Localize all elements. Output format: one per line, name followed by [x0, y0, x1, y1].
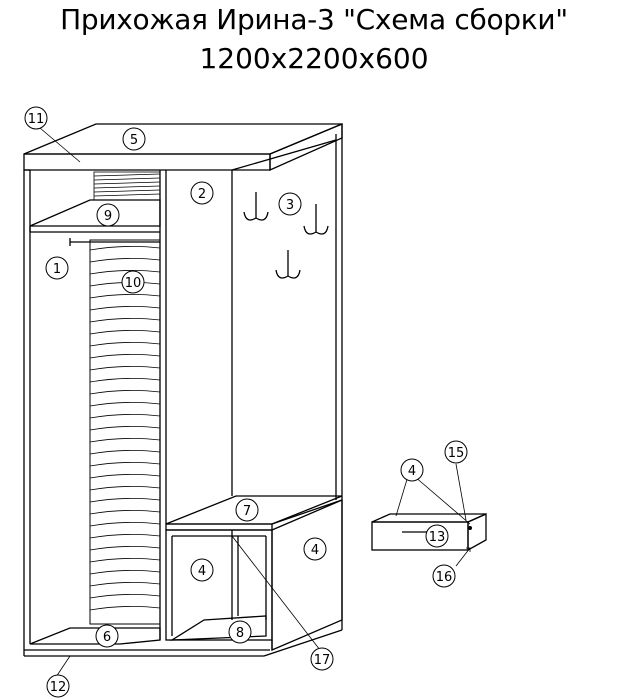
- drawer-detail: [371, 463, 487, 567]
- mirror-panel-10: [69, 238, 161, 625]
- svg-text:7: 7: [243, 504, 251, 519]
- diagram-dimensions: 1200x2200x600: [199, 42, 429, 75]
- callout-6: 6: [95, 624, 119, 648]
- top-panel: [23, 123, 343, 172]
- svg-text:1: 1: [53, 262, 61, 277]
- leader-11: [39, 127, 81, 163]
- diagram-title: Прихожая Ирина-3 "Схема сборки": [60, 3, 568, 36]
- svg-text:3: 3: [286, 198, 294, 213]
- cabinet-shelf-8: [169, 615, 267, 641]
- svg-text:5: 5: [130, 133, 138, 148]
- svg-text:4: 4: [198, 564, 206, 579]
- back-panel-hatching: [93, 171, 161, 201]
- callout-2: 2: [190, 181, 214, 205]
- callout-8: 8: [228, 620, 252, 644]
- bottom-panel: [23, 627, 343, 657]
- svg-text:9: 9: [104, 209, 112, 224]
- svg-text:12: 12: [50, 680, 67, 695]
- callout-13: 13: [425, 524, 449, 548]
- callout-7: 7: [235, 498, 259, 522]
- svg-text:4: 4: [311, 543, 319, 558]
- shoe-cabinet: [165, 499, 343, 651]
- back-panel-3: [231, 139, 337, 496]
- coat-hooks: [243, 192, 329, 279]
- svg-text:11: 11: [28, 112, 45, 127]
- leader-17: [231, 535, 321, 651]
- svg-text:16: 16: [436, 570, 453, 585]
- callout-15: 15: [444, 440, 468, 464]
- shelf-9: [29, 199, 161, 233]
- partition-2: [159, 170, 167, 640]
- svg-text:2: 2: [198, 187, 206, 202]
- callout-1: 1: [45, 256, 69, 280]
- callout-5: 5: [122, 127, 146, 151]
- callout-9: 9: [96, 203, 120, 227]
- callout-12: 12: [46, 674, 70, 698]
- callout-4-left: 4: [190, 558, 214, 582]
- callout-16: 16: [432, 564, 456, 588]
- svg-text:8: 8: [236, 626, 244, 641]
- callout-11: 11: [24, 106, 48, 130]
- callout-4-right: 4: [303, 537, 327, 561]
- callout-10: 10: [121, 270, 145, 294]
- svg-text:17: 17: [314, 653, 331, 668]
- svg-text:15: 15: [448, 446, 465, 461]
- callout-3: 3: [278, 192, 302, 216]
- svg-text:13: 13: [429, 530, 446, 545]
- callout-4-drawer: 4: [400, 458, 424, 482]
- callout-17: 17: [310, 647, 334, 671]
- svg-text:4: 4: [408, 464, 416, 479]
- svg-text:6: 6: [103, 630, 111, 645]
- svg-text:10: 10: [125, 276, 142, 291]
